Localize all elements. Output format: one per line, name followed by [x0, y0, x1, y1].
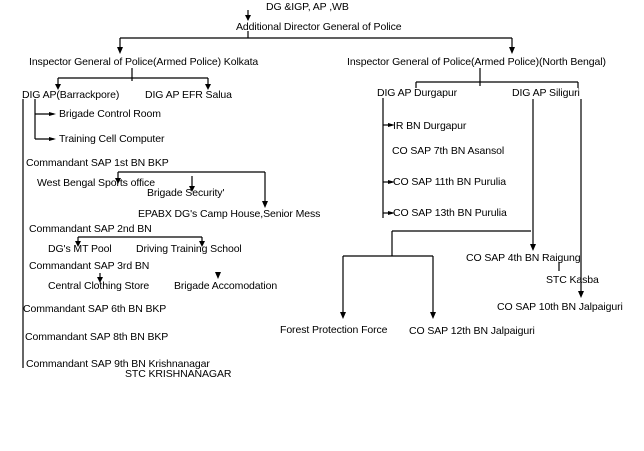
node-stc-kasba: STC Kasba: [546, 274, 599, 286]
arrowhead: [189, 186, 195, 192]
arrowhead: [388, 211, 395, 215]
arrowhead: [49, 112, 56, 116]
arrowhead: [388, 123, 395, 127]
arrowhead: [117, 47, 123, 54]
node-adg: Additional Director General of Police: [236, 21, 402, 33]
arrowhead: [262, 201, 268, 208]
arrowhead: [430, 312, 436, 319]
arrowhead: [97, 277, 103, 283]
node-dig-siliguri: DIG AP Siliguri: [512, 87, 580, 99]
arrowhead: [509, 47, 515, 54]
node-co-13th: CO SAP 13th BN Purulia: [393, 207, 507, 219]
arrowhead: [115, 178, 121, 184]
node-co-7th: CO SAP 7th BN Asansol: [392, 145, 505, 157]
arrowhead: [55, 84, 61, 90]
arrowhead: [388, 180, 395, 184]
node-cmd-6th: Commandant SAP 6th BN BKP: [23, 303, 167, 315]
node-cmd-8th: Commandant SAP 8th BN BKP: [25, 331, 169, 343]
node-dg: DG &IGP, AP ,WB: [266, 1, 349, 13]
arrowhead: [245, 15, 251, 21]
node-ir-bn: IR BN Durgapur: [393, 120, 467, 132]
arrowhead: [205, 84, 211, 90]
node-cmd-2nd: Commandant SAP 2nd BN: [29, 223, 152, 235]
node-clothing-store: Central Clothing Store: [48, 280, 150, 292]
node-co-11th: CO SAP 11th BN Purulia: [393, 176, 506, 188]
arrowhead-brigade-accom: [215, 272, 221, 279]
arrowhead: [199, 241, 205, 247]
arrowhead: [49, 137, 56, 141]
node-stc-krishnanagar: STC KRISHNANAGAR: [125, 368, 232, 380]
node-epabx: EPABX DG's Camp House,Senior Mess: [138, 208, 321, 220]
node-cmd-9th: Commandant SAP 9th BN Krishnanagar: [26, 358, 210, 370]
node-co-12th: CO SAP 12th BN Jalpaiguri: [409, 325, 535, 337]
node-driving-school: Driving Training School: [136, 243, 242, 255]
node-cmd-3rd: Commandant SAP 3rd BN: [29, 260, 150, 272]
node-brigade-control: Brigade Control Room: [59, 108, 161, 120]
arrowhead: [75, 241, 81, 247]
node-dig-durgapur: DIG AP Durgapur: [377, 87, 458, 99]
node-wb-sports: West Bengal Sports office: [37, 177, 155, 189]
node-mt-pool: DG's MT Pool: [48, 243, 112, 255]
node-co-10th: CO SAP 10th BN Jalpaiguri: [497, 301, 623, 313]
node-brigade-security: Brigade Security': [147, 187, 225, 199]
node-forest: Forest Protection Force: [280, 324, 388, 336]
node-training-cell: Training Cell Computer: [59, 133, 165, 145]
node-cmd-1st: Commandant SAP 1st BN BKP: [26, 157, 169, 169]
node-ig-north: Inspector General of Police(Armed Police…: [347, 56, 606, 68]
node-dig-efr: DIG AP EFR Salua: [145, 89, 232, 101]
arrowhead: [340, 312, 346, 319]
node-co-4th: CO SAP 4th BN Raigung: [466, 252, 581, 264]
arrowhead: [578, 291, 584, 298]
node-brigade-accom: Brigade Accomodation: [174, 280, 278, 292]
node-dig-barrackpore: DIG AP(Barrackpore): [22, 89, 120, 101]
node-ig-kolkata: Inspector General of Police(Armed Police…: [29, 56, 259, 68]
arrowhead: [530, 244, 536, 251]
